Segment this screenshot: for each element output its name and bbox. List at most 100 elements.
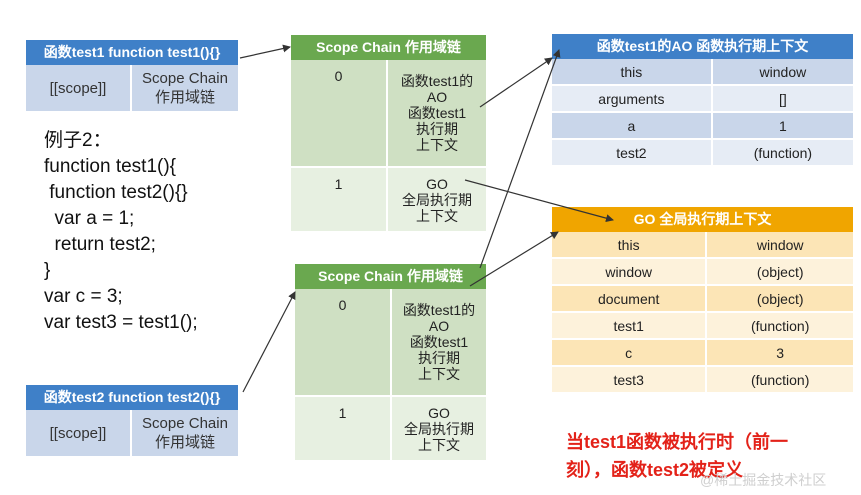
note-line: 刻），函数test2被定义 xyxy=(566,460,744,480)
entry-line: 全局执行期 xyxy=(404,420,474,437)
fn-test2-header: 函数test2 function test2(){} xyxy=(26,385,238,410)
entry-line: 函数test1 xyxy=(409,334,469,350)
scope-chain-entry: GO 全局执行期 上下文 xyxy=(386,166,486,231)
fn-test1-row: [[scope]] Scope Chain 作用域链 xyxy=(26,65,238,111)
ao-key: test2 xyxy=(552,138,712,165)
entry-line: 上下文 xyxy=(416,207,458,224)
watermark: @稀土掘金技术社区 xyxy=(700,472,827,488)
go-key: test3 xyxy=(552,365,707,392)
scope-chain-index: 0 xyxy=(291,60,387,167)
code-line: var test3 = test1(); xyxy=(44,312,198,333)
ao-table-header: 函数test1的AO 函数执行期上下文 xyxy=(552,34,853,59)
entry-line: 上下文 xyxy=(416,137,458,153)
scope-chain-row: 0 函数test1的 AO 函数test1 执行期 上下文 xyxy=(291,60,486,167)
go-value: window xyxy=(705,232,853,258)
go-value: (function) xyxy=(705,365,853,392)
table-row: test1 (function) xyxy=(552,311,853,339)
table-row: this window xyxy=(552,232,853,258)
ao-value: (function) xyxy=(710,138,853,165)
go-value: (object) xyxy=(705,257,853,285)
entry-line: 函数test1的 xyxy=(402,302,476,318)
scope-chain-row: 0 函数test1的 AO 函数test1 执行期 上下文 xyxy=(295,289,486,396)
code-line: function test1(){ xyxy=(44,156,177,177)
execution-note: 当test1函数被执行时（前一 刻），函数test2被定义 xyxy=(566,428,788,484)
ao-key: a xyxy=(552,111,712,139)
table-row: c 3 xyxy=(552,338,853,366)
fn-test2-box: 函数test2 function test2(){} [[scope]] Sco… xyxy=(26,385,238,456)
fn-test1-scope-cell: [[scope]] xyxy=(26,65,132,111)
ao-key: this xyxy=(552,59,712,85)
table-row: arguments [] xyxy=(552,84,853,112)
go-value: (function) xyxy=(705,311,853,339)
go-key: window xyxy=(552,257,707,285)
ao-value: [] xyxy=(710,84,853,112)
table-row: window (object) xyxy=(552,257,853,285)
go-table: GO 全局执行期上下文 this window window (object) … xyxy=(552,207,853,392)
entry-line: GO xyxy=(428,404,450,421)
table-row: this window xyxy=(552,59,853,85)
go-value: 3 xyxy=(705,338,853,366)
ao-key: arguments xyxy=(552,84,712,112)
scope-chain-entry: GO 全局执行期 上下文 xyxy=(390,395,486,460)
entry-line: AO xyxy=(426,89,448,105)
scope-chain-2-header: Scope Chain 作用域链 xyxy=(295,264,486,289)
scope-chain-index: 1 xyxy=(291,166,387,231)
table-row: document (object) xyxy=(552,284,853,312)
table-row: test2 (function) xyxy=(552,138,853,165)
entry-line: GO xyxy=(426,175,448,192)
arrow-scope-chain-1-to-go xyxy=(464,179,614,223)
entry-line: 执行期 xyxy=(418,350,460,366)
go-value: (object) xyxy=(705,284,853,312)
scope-chain-row: 1 GO 全局执行期 上下文 xyxy=(295,395,486,460)
go-table-header: GO 全局执行期上下文 xyxy=(552,207,853,232)
code-line: var c = 3; xyxy=(44,286,123,307)
fn-test1-chain-line2: 作用域链 xyxy=(154,89,215,106)
scope-chain-2: Scope Chain 作用域链 0 函数test1的 AO 函数test1 执… xyxy=(295,264,486,460)
fn-test1-chain-line1: Scope Chain xyxy=(142,70,228,87)
code-example: 例子2： function test1(){ function test2(){… xyxy=(44,128,198,336)
entry-line: 执行期 xyxy=(416,121,458,137)
entry-line: 函数test1 xyxy=(407,105,467,121)
arrow-scope-chain-1-to-ao xyxy=(479,57,553,108)
scope-chain-index: 1 xyxy=(295,395,391,460)
scope-chain-entry: 函数test1的 AO 函数test1 执行期 上下文 xyxy=(390,289,486,396)
entry-line: 上下文 xyxy=(418,366,460,382)
go-table-body: this window window (object) document (ob… xyxy=(552,232,853,392)
code-line: var a = 1; xyxy=(44,208,135,229)
scope-chain-index: 0 xyxy=(295,289,391,396)
ao-table: 函数test1的AO 函数执行期上下文 this window argument… xyxy=(552,34,853,165)
code-line: return test2; xyxy=(44,234,156,255)
scope-chain-row: 1 GO 全局执行期 上下文 xyxy=(291,166,486,231)
go-key: document xyxy=(552,284,707,312)
fn-test1-box: 函数test1 function test1(){} [[scope]] Sco… xyxy=(26,40,238,111)
code-title: 例子2： xyxy=(44,130,112,151)
fn-test2-chain-line2: 作用域链 xyxy=(154,434,215,451)
ao-value: 1 xyxy=(710,111,853,139)
code-line: } xyxy=(44,260,51,281)
go-key: this xyxy=(552,232,707,258)
scope-chain-entry: 函数test1的 AO 函数test1 执行期 上下文 xyxy=(386,60,486,167)
go-key: c xyxy=(552,338,707,366)
ao-table-body: this window arguments [] a 1 test2 (func… xyxy=(552,59,853,165)
scope-chain-1: Scope Chain 作用域链 0 函数test1的 AO 函数test1 执… xyxy=(291,35,486,231)
entry-line: 函数test1的 xyxy=(400,73,474,89)
fn-test1-header: 函数test1 function test1(){} xyxy=(26,40,238,65)
entry-line: 全局执行期 xyxy=(402,191,472,208)
entry-line: AO xyxy=(428,318,450,334)
table-row: test3 (function) xyxy=(552,365,853,392)
fn-test1-chain-cell: Scope Chain 作用域链 xyxy=(132,65,238,111)
scope-chain-1-header: Scope Chain 作用域链 xyxy=(291,35,486,60)
scope-chain-2-table: 0 函数test1的 AO 函数test1 执行期 上下文 1 GO 全局执行期… xyxy=(295,289,486,460)
arrow-fn2-to-scope-chain-2 xyxy=(242,291,296,393)
code-line: function test2(){} xyxy=(44,182,188,203)
arrow-scope-chain-2-to-ao xyxy=(479,49,561,269)
fn-test2-scope-cell: [[scope]] xyxy=(26,410,132,456)
scope-chain-1-table: 0 函数test1的 AO 函数test1 执行期 上下文 1 GO 全局执行期… xyxy=(291,60,486,231)
entry-line: 上下文 xyxy=(418,436,460,453)
arrow-fn1-to-scope-chain-1 xyxy=(239,44,291,59)
arrow-scope-chain-2-to-go xyxy=(469,231,559,287)
note-line: 当test1函数被执行时（前一 xyxy=(566,432,789,452)
